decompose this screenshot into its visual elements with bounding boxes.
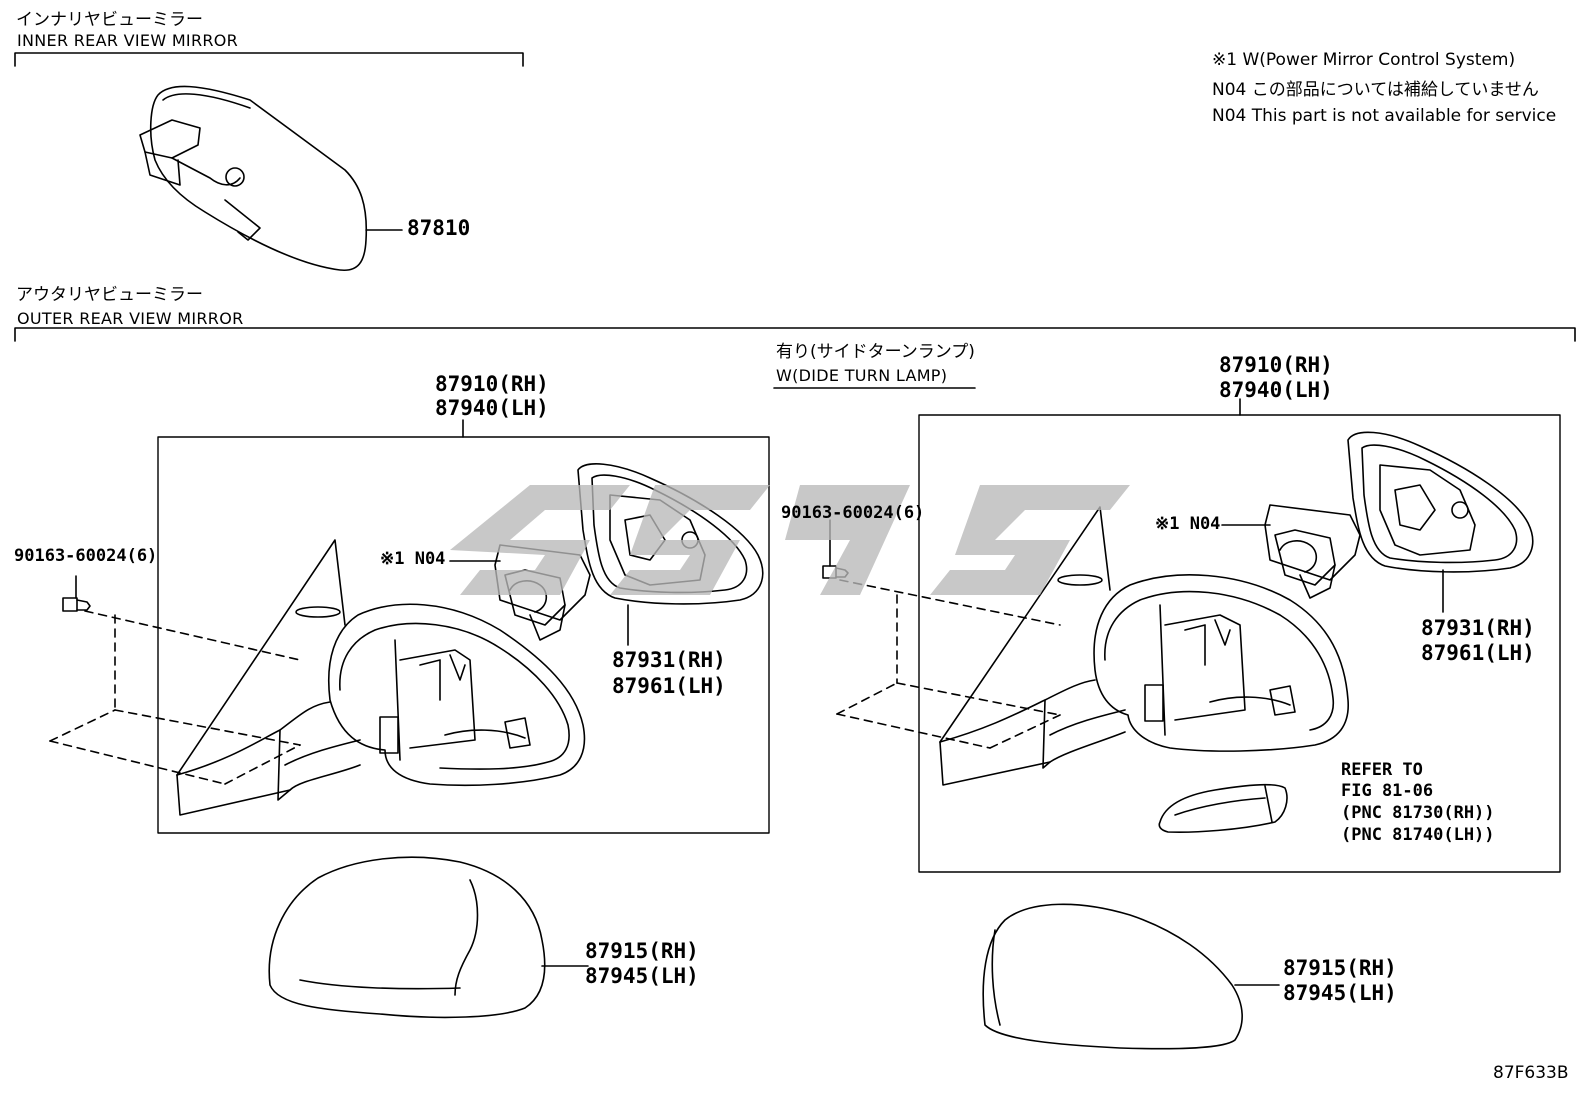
part-number-right-glass-lh[interactable]: 87961(LH) [1421, 641, 1535, 665]
part-number-left-glass-rh[interactable]: 87931(RH) [612, 648, 726, 672]
turn-lamp-drawing [1159, 785, 1287, 833]
refer-pnc-lh: (PNC 81740(LH)) [1341, 825, 1495, 845]
left-n04-marker: ※1 N04 [380, 549, 446, 569]
left-cover-drawing [269, 857, 588, 1017]
part-number-left-assy-lh[interactable]: 87940(LH) [435, 396, 549, 420]
part-number-right-assy-lh[interactable]: 87940(LH) [1219, 378, 1333, 402]
right-actuator-drawing [1222, 505, 1360, 598]
left-mirror-body-drawing [50, 540, 584, 815]
outer-section-bracket [15, 328, 1575, 341]
part-number-left-cover-lh[interactable]: 87945(LH) [585, 964, 699, 988]
right-glass-drawing [1348, 432, 1533, 612]
note-n04-en: N04 This part is not available for servi… [1212, 106, 1557, 126]
part-number-left-glass-lh[interactable]: 87961(LH) [612, 674, 726, 698]
variant-label-en: W(DIDE TURN LAMP) [776, 366, 948, 385]
inner-mirror-drawing [140, 86, 402, 270]
left-screw-drawing [63, 576, 90, 611]
note-power-mirror: ※1 W(Power Mirror Control System) [1212, 50, 1516, 70]
refer-fig[interactable]: FIG 81-06 [1341, 781, 1434, 801]
note-n04-jp: N04 この部品については補給していません [1212, 80, 1539, 100]
part-number-right-cover-lh[interactable]: 87945(LH) [1283, 981, 1397, 1005]
part-number-right-cover-rh[interactable]: 87915(RH) [1283, 956, 1397, 980]
outer-section-title-en: OUTER REAR VIEW MIRROR [17, 309, 244, 328]
figure-id: 87F633B [1493, 1063, 1569, 1083]
part-number-left-cover-rh[interactable]: 87915(RH) [585, 939, 699, 963]
part-number-right-assy-rh[interactable]: 87910(RH) [1219, 353, 1333, 377]
right-n04-marker: ※1 N04 [1155, 514, 1221, 534]
refer-to-line: REFER TO [1341, 760, 1423, 780]
right-cover-drawing [983, 904, 1279, 1048]
watermark-logo [450, 485, 1130, 595]
inner-section-title-jp: インナリヤビューミラー [16, 10, 203, 30]
inner-section-title-en: INNER REAR VIEW MIRROR [17, 31, 239, 50]
part-number-left-assy-rh[interactable]: 87910(RH) [435, 372, 549, 396]
outer-section-title-jp: アウタリヤビューミラー [16, 285, 203, 305]
refer-pnc-rh: (PNC 81730(RH)) [1341, 803, 1495, 823]
variant-label-jp: 有り(サイドターンランプ) [776, 342, 975, 362]
part-number-inner-mirror[interactable]: 87810 [407, 216, 471, 240]
part-number-left-screw[interactable]: 90163-60024(6) [14, 546, 158, 566]
part-number-right-screw[interactable]: 90163-60024(6) [781, 503, 925, 523]
right-mirror-body-drawing [837, 507, 1348, 785]
inner-section-bracket [15, 53, 523, 66]
part-number-right-glass-rh[interactable]: 87931(RH) [1421, 616, 1535, 640]
